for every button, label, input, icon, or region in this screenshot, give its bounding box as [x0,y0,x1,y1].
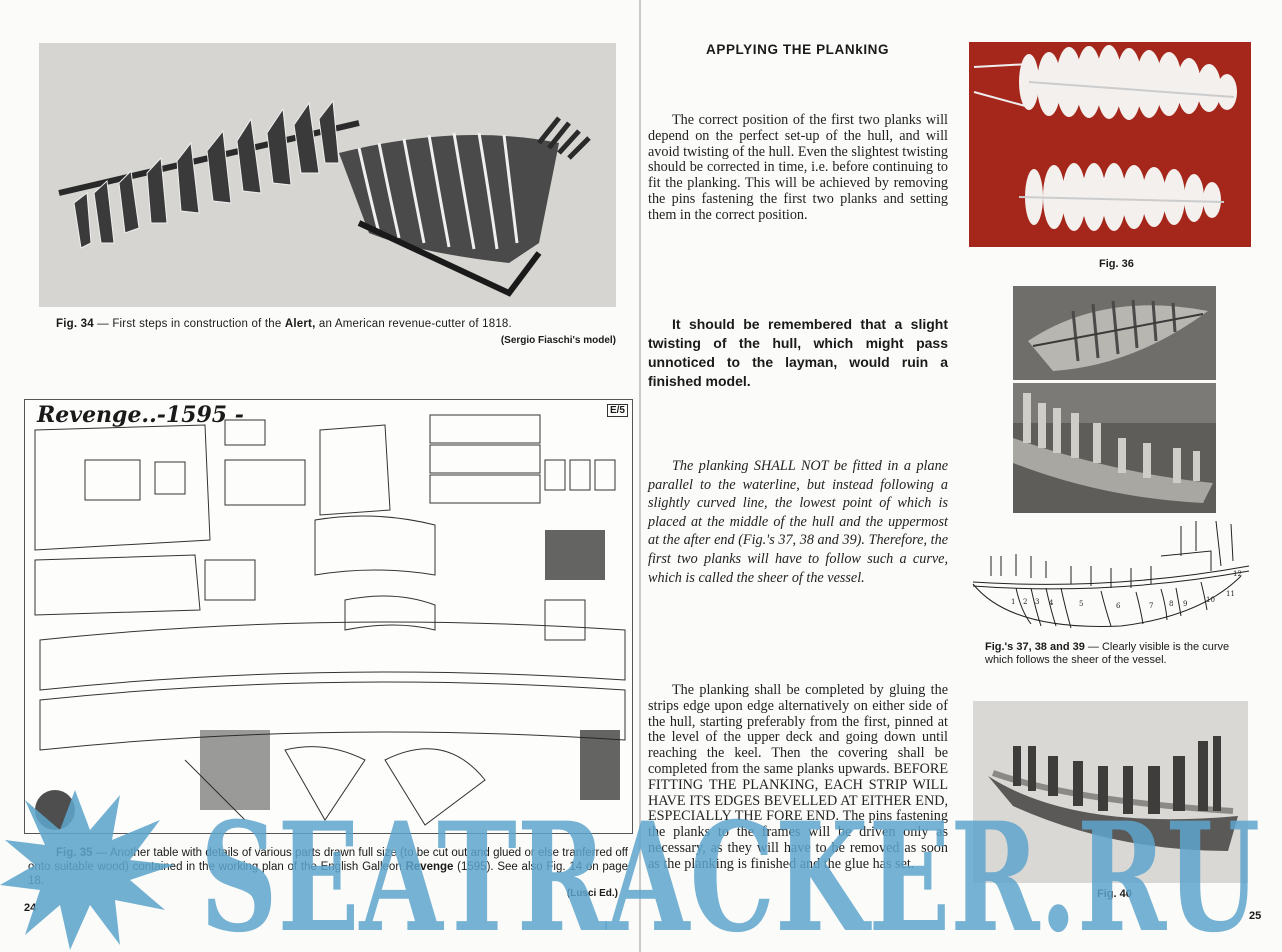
fig34-credit: (Sergio Fiaschi's model) [500,335,616,346]
fig36-caption: Fig. 36 [1099,258,1134,270]
fig34-caption: Fig. 34 — First steps in construction of… [56,318,512,330]
fig37-photo [1013,286,1216,380]
plan-title: Revenge..-1595 - [37,402,244,428]
right-page: APPLYING THE PLANkING The correct positi… [641,0,1282,952]
fig40-caption: Fig. 40 [1097,888,1132,900]
svg-text:6: 6 [1116,602,1121,610]
plan-code: E/5 [606,404,628,417]
left-page: Fig. 34 — First steps in construction of… [0,0,640,952]
paragraph-2-emphasis: It should be remembered that a slight tw… [648,316,948,389]
svg-text:8: 8 [1169,600,1173,608]
svg-text:1: 1 [1011,598,1015,606]
svg-text:12: 12 [1233,570,1242,578]
svg-text:5: 5 [1079,600,1083,608]
page-number-left: 24 [24,902,37,914]
fig35-plan-drawing: Revenge..-1595 - E/5 [24,399,633,834]
paragraph-3-italic: The planking SHALL NOT be fitted in a pl… [648,458,948,586]
fig37-39-label: Fig.'s 37, 38 and 39 [985,641,1085,653]
svg-text:4: 4 [1049,599,1054,607]
fig35-label: Fig. 35 [56,847,93,859]
page-gutter [639,0,641,952]
svg-text:2: 2 [1023,598,1027,606]
fig34-photo [39,43,616,307]
fig35-caption: Fig. 35 — Another table with details of … [28,847,628,887]
fig34-label: Fig. 34 [56,318,94,330]
paragraph-1: The correct position of the first two pl… [648,112,948,223]
svg-text:9: 9 [1183,600,1187,608]
page-number-right: 25 [1249,910,1262,922]
fig37-39-caption: Fig.'s 37, 38 and 39 — Clearly visible i… [985,641,1230,666]
fig40-photo [973,701,1248,883]
svg-text:7: 7 [1149,602,1153,610]
fig35-credit: (Lusci Ed.) [566,888,618,899]
svg-text:3: 3 [1035,598,1039,606]
svg-text:11: 11 [1226,590,1235,598]
fig38-photo [1013,383,1216,513]
paragraph-4: The planking shall be completed by gluin… [648,682,948,872]
section-heading: APPLYING THE PLANkING [706,42,890,57]
svg-text:10: 10 [1206,596,1215,604]
fig36-photo [969,42,1251,247]
